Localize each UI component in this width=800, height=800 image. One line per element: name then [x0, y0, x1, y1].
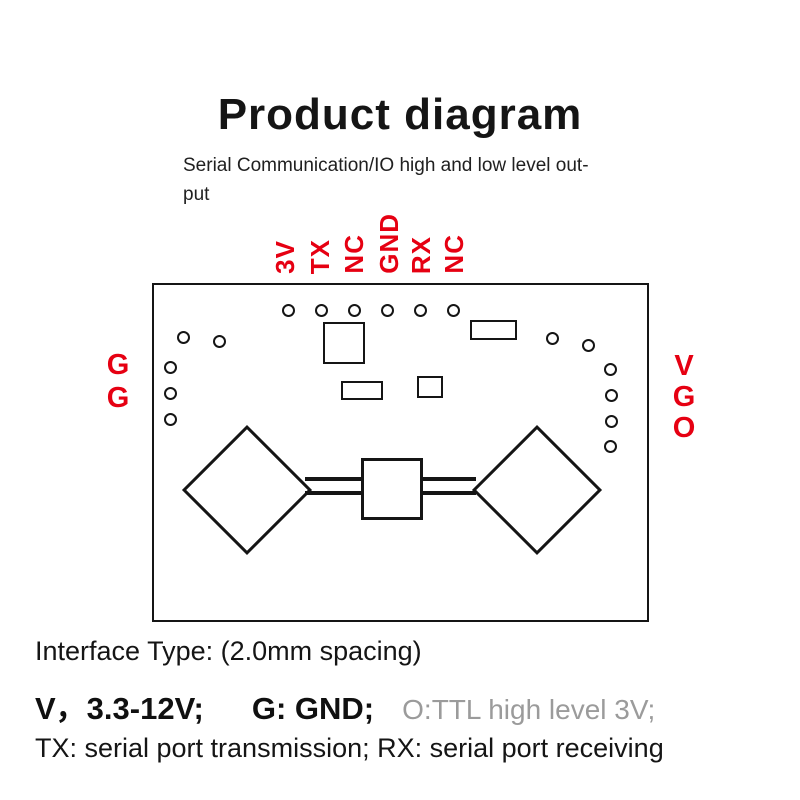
pin-hole: [164, 361, 177, 374]
page-title: Product diagram: [217, 90, 583, 139]
pin-label-nc2: NC: [439, 234, 469, 274]
pin-hole: [177, 331, 190, 344]
feed-line: [420, 477, 476, 481]
pin-hole: [546, 332, 559, 345]
pin-label-tx: TX: [305, 238, 335, 274]
ttl-output-spec-text: O:TTL high level 3V;: [402, 694, 656, 725]
pin-hole: [213, 335, 226, 348]
component-ic: [323, 322, 365, 364]
pin-label-rx: RX: [406, 235, 436, 274]
subtitle-line-1: Serial Communication/IO high and low lev…: [183, 155, 589, 176]
pin-labels: 3V TX NC GND RX NC: [0, 0, 800, 276]
pin-hole: [604, 440, 617, 453]
subtitle-line-2: put: [183, 184, 210, 206]
pad-label-g: G: [106, 382, 130, 414]
pin-hole: [605, 415, 618, 428]
left-pad-labels: G G: [106, 349, 130, 415]
component-capacitor: [417, 376, 443, 398]
ground-spec-text: G: GND;: [251, 691, 375, 726]
interface-type-text: Interface Type: (2.0mm spacing): [35, 636, 422, 666]
pad-label-o: O: [672, 412, 696, 444]
pin-hole: [282, 304, 295, 317]
pin-hole: [582, 339, 595, 352]
pin-hole: [315, 304, 328, 317]
spec-line: V，3.3-12V; G: GND; O:TTL high level 3V;: [35, 683, 655, 728]
pin-hole: [348, 304, 361, 317]
pad-label-g: G: [672, 381, 696, 413]
voltage-spec-text: V，3.3-12V;: [35, 691, 204, 726]
pin-label-gnd: GND: [374, 213, 404, 274]
feed-line: [420, 491, 476, 495]
right-pad-labels: V G O: [672, 351, 696, 444]
pin-hole: [164, 413, 177, 426]
pin-hole: [164, 387, 177, 400]
subtitle: Serial Communication/IO high and low lev…: [183, 151, 663, 210]
pad-label-v: V: [674, 350, 694, 382]
pin-hole: [604, 363, 617, 376]
serial-spec-text: TX: serial port transmission; RX: serial…: [35, 733, 664, 763]
feed-line: [305, 491, 363, 495]
pin-label-nc1: NC: [339, 234, 369, 274]
pin-hole: [605, 389, 618, 402]
feed-line: [305, 477, 363, 481]
rf-chip-square: [361, 458, 423, 520]
pin-hole: [447, 304, 460, 317]
pin-hole: [381, 304, 394, 317]
pad-label-g: G: [106, 349, 130, 381]
component-resistor: [470, 320, 517, 340]
component-capacitor: [341, 381, 383, 400]
pin-hole: [414, 304, 427, 317]
pin-label-3v: 3V: [270, 240, 300, 274]
